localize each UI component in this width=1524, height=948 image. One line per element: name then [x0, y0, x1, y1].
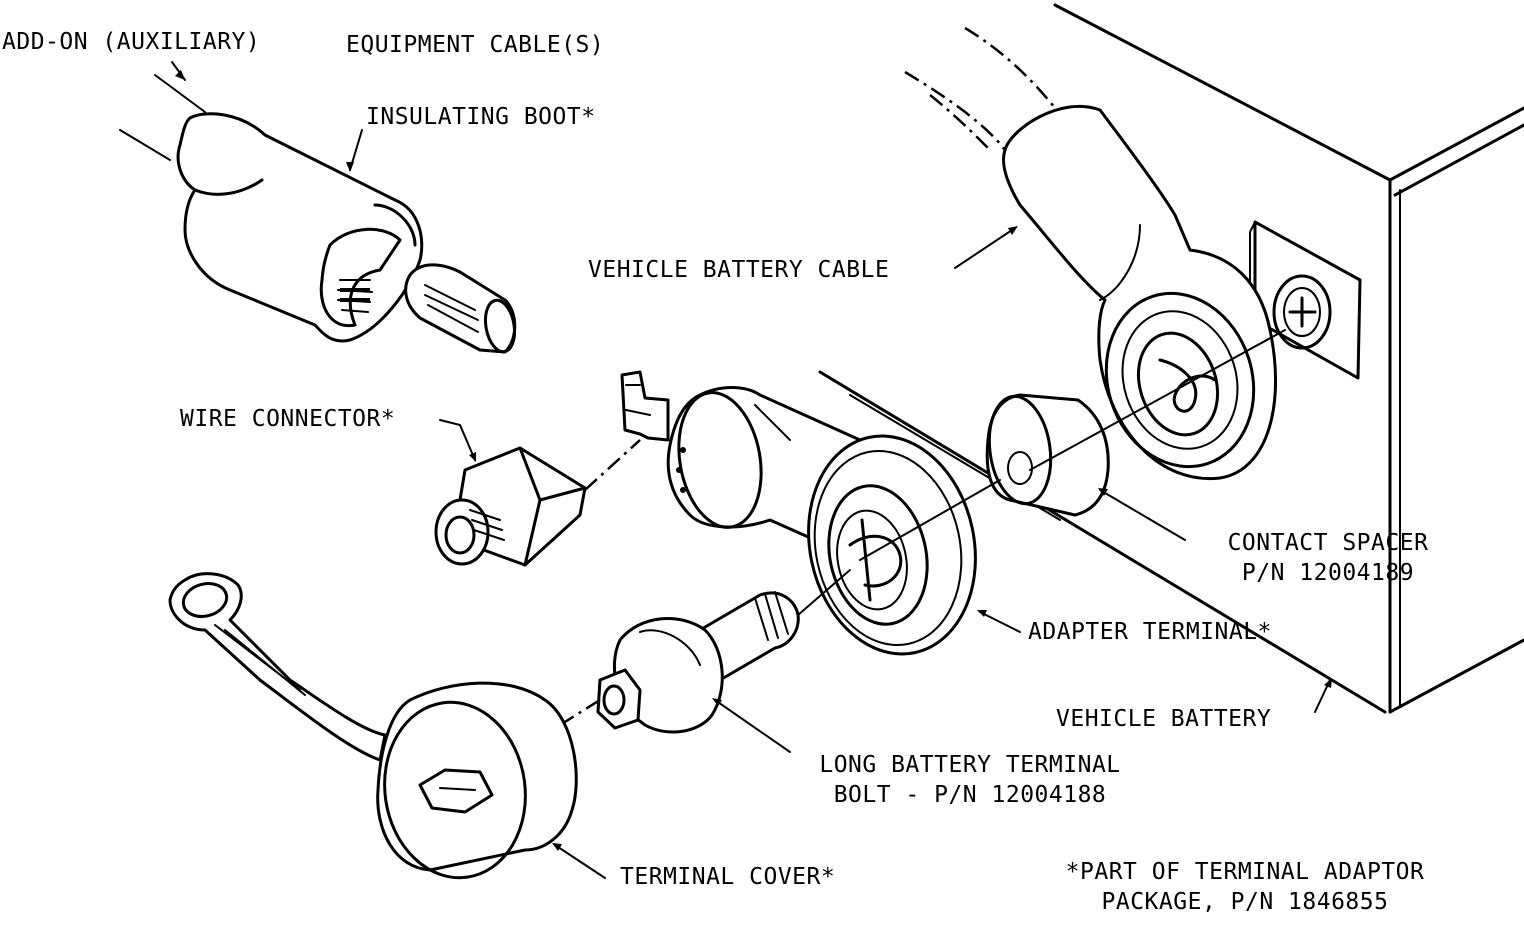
- long-terminal-bolt-line2: BOLT - P/N 12004188: [833, 782, 1107, 808]
- vehicle-battery-box: [818, 3, 1524, 714]
- label-insulating-boot: INSULATING BOOT*: [366, 104, 596, 130]
- label-equipment-cables: EQUIPMENT CABLE(S): [346, 32, 605, 58]
- bolt-axis-line: [797, 569, 851, 616]
- cover-axis-line: [559, 698, 601, 727]
- terminal-cover: [168, 572, 578, 880]
- label-long-battery-terminal-bolt: LONG BATTERY TERMINAL BOLT - P/N 1200418…: [790, 750, 1150, 810]
- contact-spacer-name: CONTACT SPACER: [1227, 530, 1429, 556]
- contact-spacer-part-number: P/N 12004189: [1241, 560, 1415, 586]
- footnote: *PART OF TERMINAL ADAPTOR PACKAGE, P/N 1…: [1030, 857, 1460, 917]
- label-wire-connector: WIRE CONNECTOR*: [180, 406, 396, 432]
- connector-axis-line: [584, 439, 641, 491]
- label-vehicle-battery: VEHICLE BATTERY: [1056, 706, 1272, 732]
- footnote-line1: *PART OF TERMINAL ADAPTOR: [1065, 859, 1425, 885]
- vehicle-battery-cable: [904, 26, 1277, 481]
- adapter-axis-line: [859, 479, 1001, 561]
- label-contact-spacer: CONTACT SPACER P/N 12004189: [1208, 528, 1448, 588]
- leader-lines: [171, 61, 1332, 879]
- long-battery-terminal-bolt: [596, 591, 800, 734]
- contact-spacer: [985, 393, 1110, 517]
- battery-post: [1249, 220, 1362, 380]
- footnote-line2: PACKAGE, P/N 1846855: [1101, 889, 1389, 915]
- adapter-terminal: [620, 370, 977, 656]
- assembly-axis-line: [1029, 329, 1286, 471]
- label-vehicle-battery-cable: VEHICLE BATTERY CABLE: [588, 257, 890, 283]
- label-adapter-terminal: ADAPTER TERMINAL*: [1028, 619, 1272, 645]
- wire-connector: [434, 446, 587, 567]
- insulating-boot: [119, 74, 517, 354]
- label-add-on-auxiliary: ADD-ON (AUXILIARY): [2, 29, 261, 55]
- long-terminal-bolt-line1: LONG BATTERY TERMINAL: [819, 752, 1121, 778]
- label-terminal-cover: TERMINAL COVER*: [620, 864, 836, 890]
